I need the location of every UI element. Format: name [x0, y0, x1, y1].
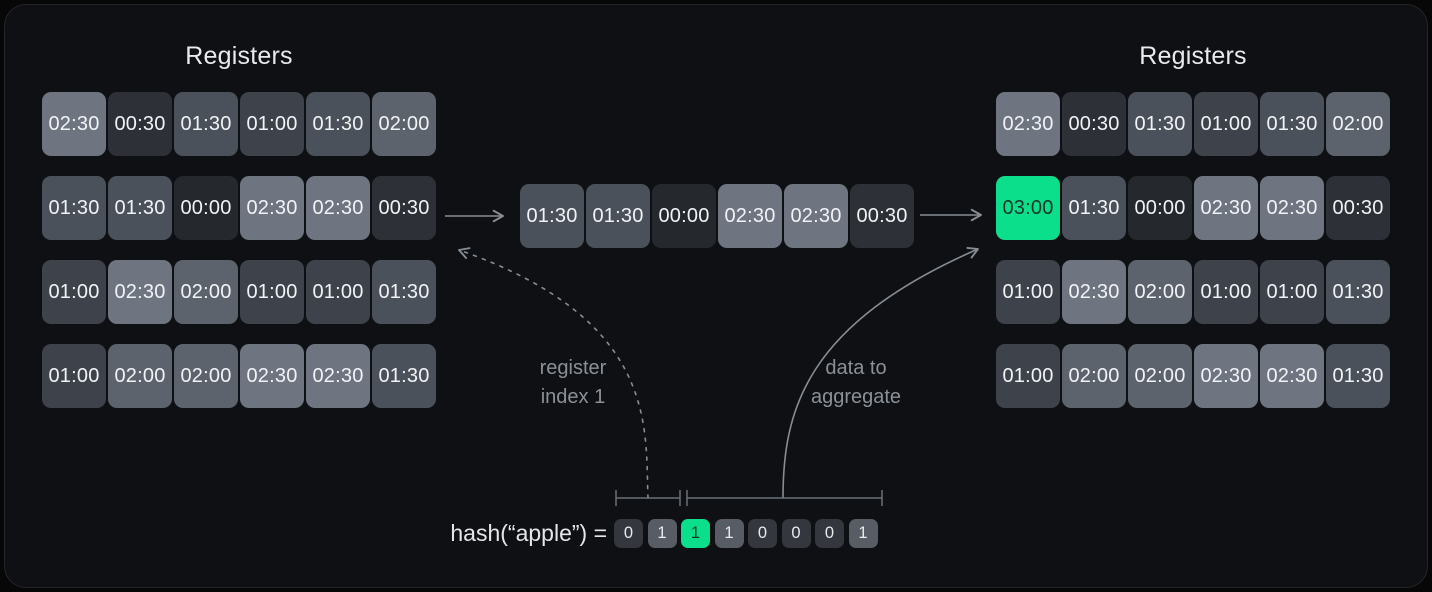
register-cell: 02:00: [1128, 260, 1192, 324]
register-index-label-line2: index 1: [540, 386, 606, 408]
data-aggregate-label: data to aggregate: [811, 354, 901, 412]
register-cell: 00:30: [1326, 176, 1390, 240]
register-cell: 02:00: [372, 92, 436, 156]
register-cell: 02:00: [1326, 92, 1390, 156]
register-cell: 01:30: [42, 176, 106, 240]
register-cell: 02:30: [306, 344, 370, 408]
register-cell: 02:30: [240, 344, 304, 408]
register-cell: 02:00: [108, 344, 172, 408]
register-cell: 01:30: [1260, 92, 1324, 156]
hash-bit: 0: [614, 519, 643, 548]
register-cell: 00:00: [652, 184, 716, 248]
register-cell: 02:00: [1062, 344, 1126, 408]
register-cell: 01:30: [1326, 260, 1390, 324]
hash-bit: 1: [647, 519, 677, 548]
register-cell: 02:30: [1194, 344, 1258, 408]
register-cell: 00:30: [108, 92, 172, 156]
register-cell: 01:00: [42, 344, 106, 408]
register-cell: 02:00: [1128, 344, 1192, 408]
register-cell: 02:30: [42, 92, 106, 156]
register-index-label-line1: register: [539, 357, 607, 379]
register-cell: 01:00: [1194, 260, 1258, 324]
highlighted-register-cell: 03:00: [996, 176, 1060, 240]
register-cell: 01:00: [1260, 260, 1324, 324]
register-cell: 00:30: [850, 184, 914, 248]
register-cell: 01:00: [996, 344, 1060, 408]
register-cell: 01:30: [520, 184, 584, 248]
register-cell: 02:30: [784, 184, 848, 248]
register-cell: 00:00: [1128, 176, 1192, 240]
register-cell: 01:30: [372, 260, 436, 324]
hash-expression: hash(“apple”) =: [450, 520, 607, 546]
register-cell: 01:30: [1128, 92, 1192, 156]
data-aggregate-label-line2: aggregate: [810, 386, 902, 408]
register-cell: 02:00: [174, 260, 238, 324]
hash-bit: 0: [748, 519, 777, 548]
register-cell: 02:30: [1260, 344, 1324, 408]
register-cell: 02:30: [108, 260, 172, 324]
register-cell: 02:00: [174, 344, 238, 408]
left-registers-title: Registers: [185, 42, 293, 70]
register-cell: 01:30: [1062, 176, 1126, 240]
hash-bit: 1: [714, 519, 744, 548]
highlighted-hash-bit: 1: [681, 519, 710, 548]
register-cell: 01:00: [996, 260, 1060, 324]
right-registers-title: Registers: [1139, 42, 1247, 70]
register-cell: 02:30: [1062, 260, 1126, 324]
register-cell: 02:30: [306, 176, 370, 240]
register-cell: 01:30: [306, 92, 370, 156]
register-cell: 02:30: [240, 176, 304, 240]
register-cell: 01:30: [174, 92, 238, 156]
register-cell: 00:30: [372, 176, 436, 240]
register-cell: 01:00: [240, 92, 304, 156]
register-cell: 02:30: [1194, 176, 1258, 240]
register-cell: 01:30: [586, 184, 650, 248]
hash-bit: 1: [848, 519, 878, 548]
register-cell: 00:00: [174, 176, 238, 240]
data-aggregate-label-line1: data to: [825, 357, 887, 379]
register-cell: 01:30: [372, 344, 436, 408]
register-cell: 02:30: [996, 92, 1060, 156]
register-cell: 01:30: [1326, 344, 1390, 408]
register-cell: 01:30: [108, 176, 172, 240]
register-cell: 01:00: [42, 260, 106, 324]
register-cell: 00:30: [1062, 92, 1126, 156]
register-cell: 02:30: [718, 184, 782, 248]
register-cell: 01:00: [306, 260, 370, 324]
register-cell: 01:00: [1194, 92, 1258, 156]
register-cell: 02:30: [1260, 176, 1324, 240]
hash-bit: 0: [815, 519, 844, 548]
register-cell: 01:00: [240, 260, 304, 324]
register-index-label: register index 1: [540, 354, 607, 412]
hash-bit: 0: [781, 519, 811, 548]
